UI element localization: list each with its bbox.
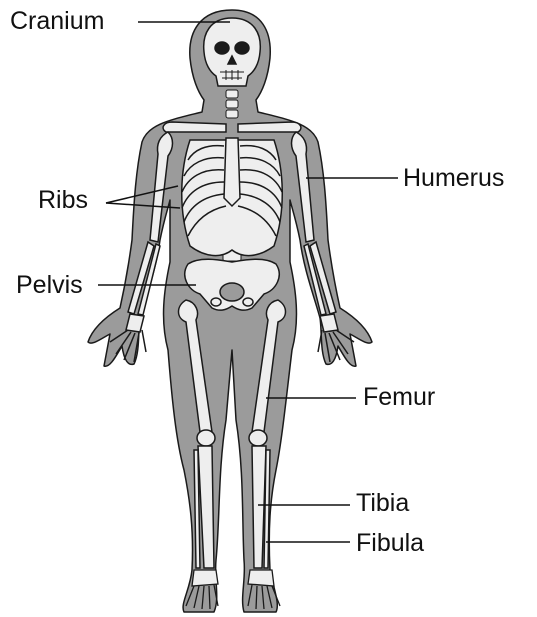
rib-cage xyxy=(182,138,283,256)
label-ribs: Ribs xyxy=(38,188,88,213)
label-femur: Femur xyxy=(363,385,435,410)
label-cranium: Cranium xyxy=(10,9,104,34)
label-humerus: Humerus xyxy=(403,166,504,191)
label-tibia: Tibia xyxy=(356,491,409,516)
label-fibula: Fibula xyxy=(356,531,424,556)
label-pelvis: Pelvis xyxy=(16,273,83,298)
